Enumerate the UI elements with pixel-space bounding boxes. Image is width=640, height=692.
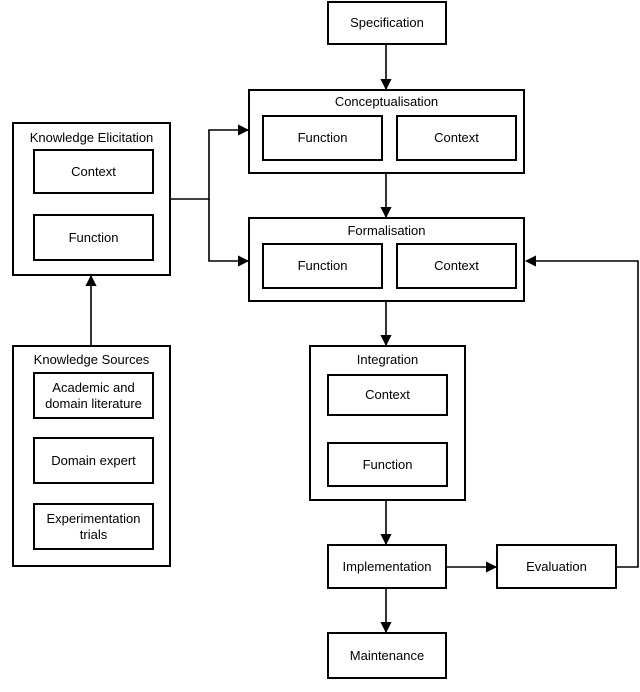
formalisation-function-label: Function — [297, 258, 348, 273]
source-experimentation-trials-box: Experimentation trials — [33, 503, 154, 550]
conceptualisation-title: Conceptualisation — [334, 94, 439, 109]
specification-box: Specification — [327, 1, 447, 45]
source-academic-literature-box: Academic and domain literature — [33, 372, 154, 419]
formalisation-function-box: Function — [262, 243, 383, 289]
integration-context-label: Context — [365, 387, 410, 402]
evaluation-label: Evaluation — [526, 558, 587, 574]
formalisation-title: Formalisation — [347, 223, 426, 238]
source-academic-literature-line2: domain literature — [45, 395, 142, 411]
arrow-elicitation-to-conceptualisation — [171, 124, 250, 200]
source-academic-literature-line1: Academic and — [52, 379, 135, 395]
knowledge-sources-title: Knowledge Sources — [33, 352, 150, 367]
elicitation-function-box: Function — [33, 214, 154, 261]
integration-title: Integration — [356, 352, 419, 367]
conceptualisation-function-label: Function — [297, 130, 348, 145]
conceptualisation-context-label: Context — [434, 130, 479, 145]
arrow-elicitation-to-formalisation — [208, 199, 250, 267]
conceptualisation-box: Conceptualisation Function Context — [248, 89, 525, 174]
formalisation-context-box: Context — [396, 243, 517, 289]
implementation-label: Implementation — [342, 558, 432, 574]
knowledge-elicitation-box: Knowledge Elicitation Context Function — [12, 122, 171, 276]
maintenance-box: Maintenance — [327, 632, 447, 679]
source-domain-expert-label: Domain expert — [51, 452, 136, 468]
integration-box: Integration Context Function — [309, 345, 466, 501]
source-experimentation-trials-line2: trials — [79, 526, 108, 542]
integration-context-box: Context — [327, 374, 448, 416]
maintenance-label: Maintenance — [349, 647, 425, 663]
conceptualisation-context-box: Context — [396, 115, 517, 161]
elicitation-function-label: Function — [68, 229, 119, 245]
arrow-evaluation-to-formalisation — [524, 255, 639, 568]
integration-function-label: Function — [362, 456, 413, 472]
knowledge-sources-box: Knowledge Sources Academic and domain li… — [12, 345, 171, 567]
elicitation-context-label: Context — [71, 163, 116, 179]
source-domain-expert-box: Domain expert — [33, 437, 154, 484]
formalisation-context-label: Context — [434, 258, 479, 273]
source-experimentation-trials-line1: Experimentation — [46, 510, 141, 526]
implementation-box: Implementation — [327, 544, 447, 589]
elicitation-context-box: Context — [33, 149, 154, 194]
evaluation-box: Evaluation — [496, 544, 617, 589]
conceptualisation-function-box: Function — [262, 115, 383, 161]
knowledge-elicitation-title: Knowledge Elicitation — [29, 130, 154, 145]
integration-function-box: Function — [327, 442, 448, 487]
formalisation-box: Formalisation Function Context — [248, 217, 525, 302]
specification-label: Specification — [350, 15, 424, 30]
